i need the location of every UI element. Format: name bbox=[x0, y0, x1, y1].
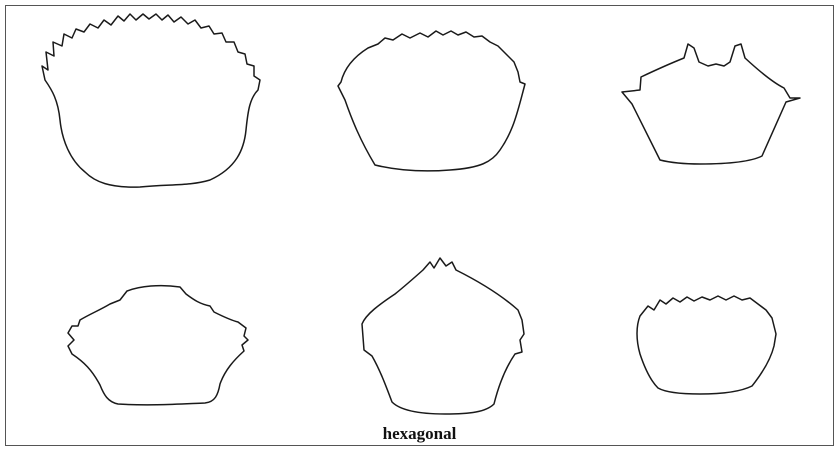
carapace-outline-3 bbox=[622, 44, 800, 164]
carapace-outline-6 bbox=[637, 296, 776, 394]
carapace-outline-2 bbox=[338, 31, 525, 171]
carapace-outline-1 bbox=[42, 14, 260, 187]
carapace-outline-4 bbox=[68, 286, 248, 405]
carapace-outline-5 bbox=[362, 258, 524, 414]
figure-caption: hexagonal bbox=[0, 424, 839, 444]
